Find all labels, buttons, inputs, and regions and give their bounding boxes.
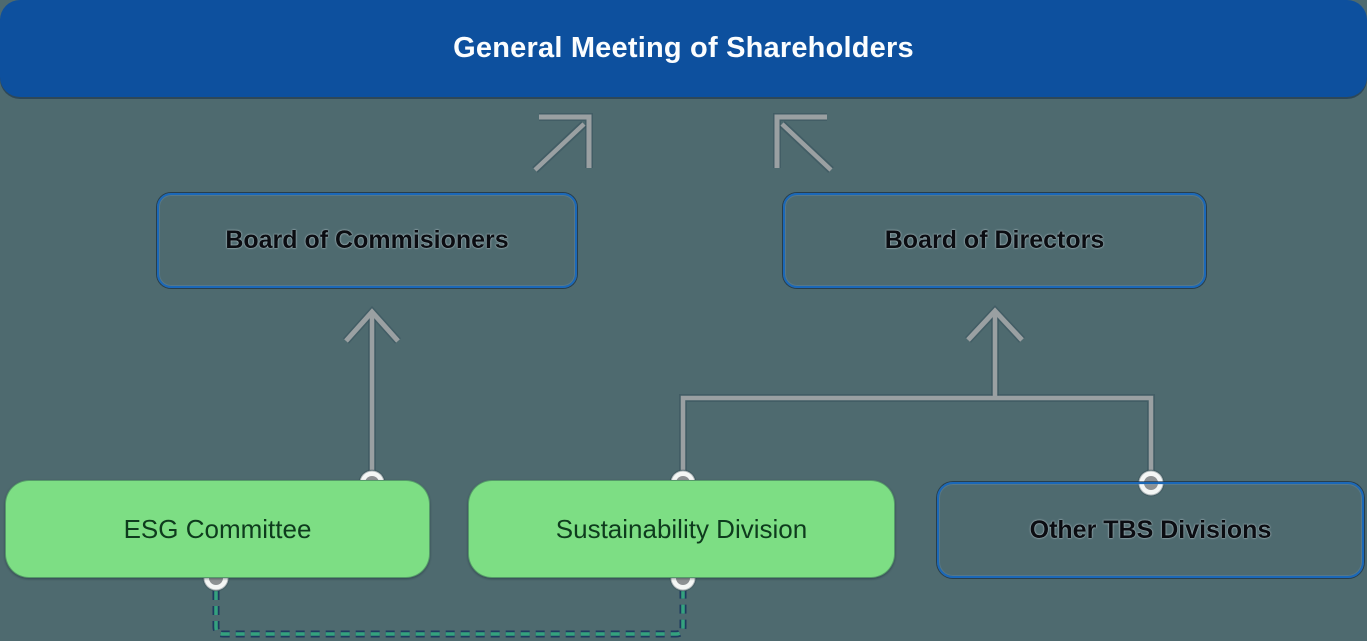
node-label: Board of Commisioners <box>225 226 509 254</box>
arrow-branch-to-bod <box>679 305 1155 470</box>
node-sustainability-division[interactable]: Sustainability Division <box>468 480 895 578</box>
node-label: Board of Directors <box>884 226 1105 254</box>
node-label: Other TBS Divisions <box>1029 515 1272 544</box>
arrow-esg-to-boc <box>343 306 401 470</box>
node-general-meeting-of-shareholders[interactable]: General Meeting of Shareholders <box>0 0 1367 97</box>
dashed-connector-esg-sustainability <box>212 591 687 638</box>
node-esg-committee[interactable]: ESG Committee <box>5 480 430 578</box>
node-label: Sustainability Division <box>555 513 808 544</box>
node-label: ESG Committee <box>123 513 312 544</box>
node-board-of-commisioners[interactable]: Board of Commisioners <box>157 193 577 288</box>
arrow-bod-to-gms <box>773 113 834 173</box>
node-other-tbs-divisions[interactable]: Other TBS Divisions <box>937 482 1364 578</box>
node-label: General Meeting of Shareholders <box>453 32 914 64</box>
node-board-of-directors[interactable]: Board of Directors <box>783 193 1206 288</box>
arrow-boc-to-gms <box>532 113 593 173</box>
